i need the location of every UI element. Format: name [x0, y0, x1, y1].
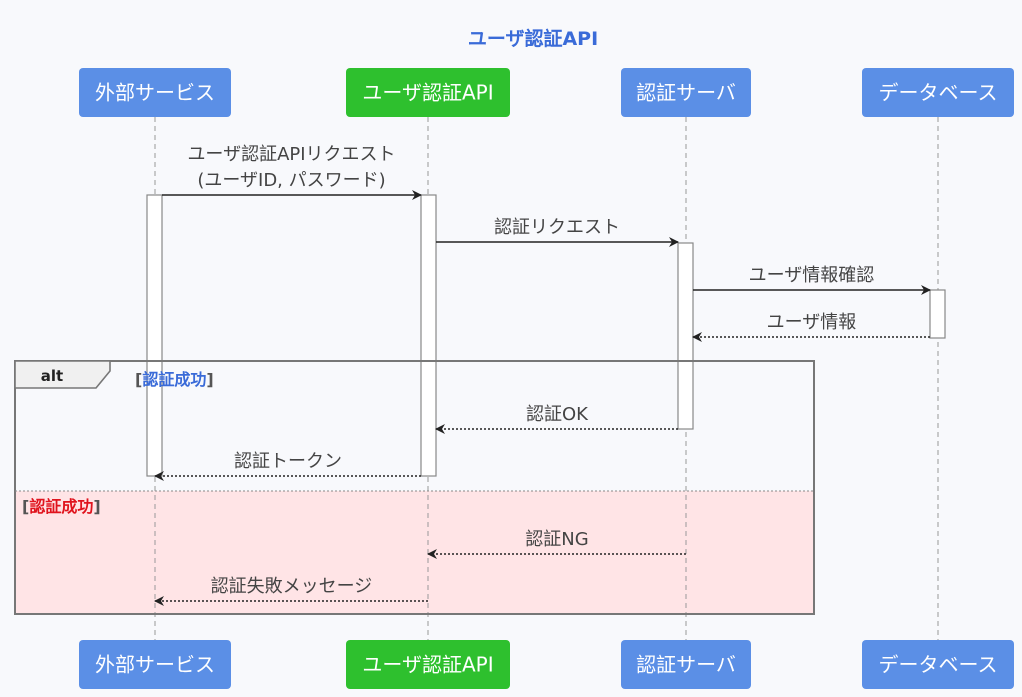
alt-condition-failure-text: 認証成功: [29, 497, 93, 516]
participant-label-p2-bottom: ユーザ認証API: [362, 653, 493, 677]
alt-tag-label: alt: [41, 367, 63, 385]
alt-condition-failure-close: ]: [93, 497, 100, 516]
alt-condition-success-text: 認証成功: [142, 370, 206, 389]
participant-box-p1-top: [79, 68, 231, 117]
activation-bar-auth-server: [677, 242, 694, 430]
participant-label-p2-top: ユーザ認証API: [362, 81, 493, 105]
alt-condition-success-open: [: [135, 370, 142, 389]
participant-label-p3-top: 認証サーバ: [636, 81, 736, 105]
participant-label-p4-top: データベース: [879, 81, 998, 105]
alt-condition-failure: [認証成功]: [22, 497, 101, 516]
participant-box-p2-bottom: [346, 640, 510, 689]
alt-frame: [14, 360, 815, 615]
participant-box-p3-top: [621, 68, 751, 117]
message-label-4: ユーザ情報: [767, 312, 857, 333]
alt-tag-box: [14, 360, 111, 389]
message-label-8: 認証失敗メッセージ: [211, 576, 373, 597]
activation-bar-auth-api: [420, 194, 437, 477]
participant-box-p2-top: [346, 68, 510, 117]
participant-box-p4-bottom: [862, 640, 1014, 689]
participant-box-p1-bottom: [79, 640, 231, 689]
alt-condition-success-close: ]: [206, 370, 213, 389]
message-label-1-line-1: ユーザ認証APIリクエスト: [187, 144, 395, 165]
participant-label-p1-bottom: 外部サービス: [95, 653, 215, 677]
message-label-2: 認証リクエスト: [494, 217, 620, 238]
activation-bar-external-service: [146, 194, 163, 477]
participant-label-p1-top: 外部サービス: [95, 81, 215, 105]
participant-box-p3-bottom: [621, 640, 751, 689]
alt-condition-failure-open: [: [22, 497, 29, 516]
message-label-1-line-2: (ユーザID, パスワード): [197, 170, 385, 191]
message-label-3: ユーザ情報確認: [749, 265, 875, 286]
diagram-title: ユーザ認証API: [468, 27, 598, 50]
alt-condition-success: [認証成功]: [135, 370, 214, 389]
activation-bar-database: [929, 289, 946, 339]
participant-label-p3-bottom: 認証サーバ: [636, 653, 736, 677]
message-label-7: 認証NG: [525, 529, 588, 550]
message-label-6: 認証トークン: [234, 451, 342, 472]
message-label-5: 認証OK: [526, 404, 589, 425]
participant-label-p4-bottom: データベース: [879, 653, 998, 677]
participant-box-p4-top: [862, 68, 1014, 117]
alt-section-failure-bg: [15, 491, 814, 614]
